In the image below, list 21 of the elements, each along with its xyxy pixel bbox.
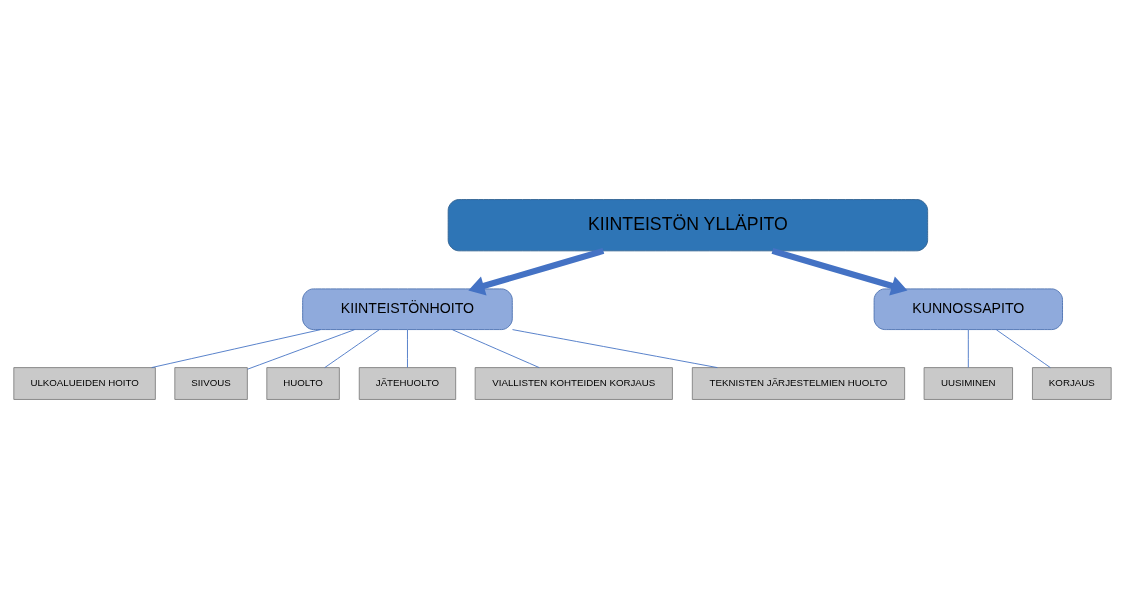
connector (151, 328, 321, 368)
node-box: UUSIMINEN (923, 366, 1013, 400)
arrow (771, 247, 908, 295)
connector (995, 328, 1051, 368)
arrow (468, 247, 605, 295)
connector (324, 328, 380, 368)
node-box: TEKNISTEN JÄRJESTELMIEN HUOLTO (691, 366, 906, 400)
connector (247, 328, 356, 370)
node-box: SIIVOUS (174, 366, 248, 400)
node-box: KORJAUS (1032, 366, 1112, 400)
node-box: ULKOALUEIDEN HOITO (13, 366, 156, 400)
connector (452, 328, 540, 368)
node-box: HUOLTO (266, 366, 340, 400)
node-box: KUNNOSSAPITO (873, 287, 1063, 330)
connector (967, 329, 969, 368)
node-box: KIINTEISTÖNHOITO (302, 287, 513, 330)
node-box: KIINTEISTÖN YLLÄPITO (447, 198, 929, 251)
node-box: VIALLISTEN KOHTEIDEN KORJAUS (474, 366, 673, 400)
node-box: JÄTEHUOLTO (358, 366, 457, 400)
connector (512, 328, 718, 368)
connector (407, 329, 408, 368)
